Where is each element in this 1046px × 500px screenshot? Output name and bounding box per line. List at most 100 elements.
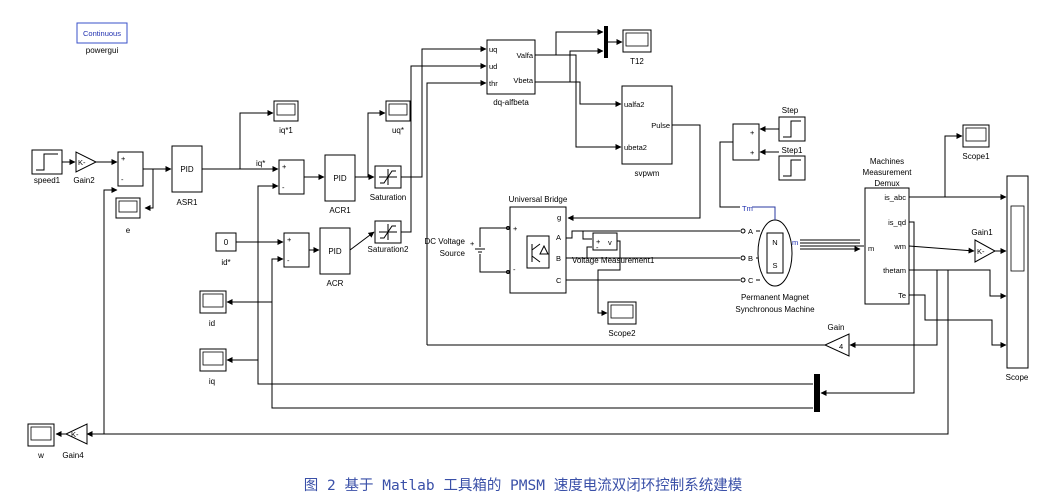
saturation2-block[interactable]: Saturation2 — [368, 220, 409, 254]
mmd-te-port: Te — [898, 291, 906, 300]
scope1-label: Scope1 — [962, 152, 990, 161]
gain1-value: K- — [977, 247, 985, 256]
svg-text:+: + — [282, 162, 287, 171]
sum-iq-block[interactable]: + - — [278, 159, 305, 195]
svg-text:+: + — [513, 224, 518, 233]
step1-block[interactable]: Step1 — [778, 146, 806, 181]
svg-text:-: - — [287, 256, 290, 265]
t12-label: T12 — [630, 57, 644, 66]
iq-star-signal-label: iq* — [256, 159, 265, 168]
acr-label: ACR — [327, 279, 344, 288]
iq-label: iq — [209, 377, 215, 386]
dq-uq-port: uq — [489, 45, 497, 54]
main-scope-block[interactable]: Scope — [1006, 175, 1029, 382]
sum-id-block[interactable]: + - — [283, 232, 310, 268]
pmsm-c-port: C — [748, 276, 754, 285]
dc-voltage-source-block[interactable]: + DC Voltage Source — [425, 232, 485, 269]
scope-label: Scope — [1006, 373, 1029, 382]
gain2-label: Gain2 — [73, 176, 95, 185]
svp-label: svpwm — [635, 169, 660, 178]
svg-text:v: v — [608, 238, 612, 247]
ub-c-port: C — [556, 276, 562, 285]
dcv-label-2: Source — [440, 249, 466, 258]
machines-measurement-demux-block[interactable]: Machines Measurement Demux m is_abc is_q… — [863, 157, 913, 305]
asr1-text: PID — [180, 165, 194, 174]
iq-scope-block[interactable]: iq — [199, 348, 227, 386]
mmd-wm-port: wm — [893, 242, 906, 251]
svp-ubeta-port: ubeta2 — [624, 143, 647, 152]
acr1-text: PID — [333, 174, 347, 183]
mmd-label-3: Demux — [874, 179, 899, 188]
w-scope-block[interactable]: w — [27, 423, 55, 460]
iq1-label: iq*1 — [279, 126, 293, 135]
t12-mux — [604, 26, 608, 58]
e-scope-block[interactable]: e — [115, 197, 141, 235]
ub-b-port: B — [556, 254, 561, 263]
pmsm-b-port: B — [748, 254, 753, 263]
id-scope-block[interactable]: id — [199, 290, 227, 328]
mmd-isqd-port: is_qd — [888, 218, 906, 227]
tm-port: Tm — [742, 204, 753, 213]
acr-pid-block[interactable]: PID ACR — [319, 227, 351, 288]
e-label: e — [126, 226, 131, 235]
t12-scope-block[interactable]: T12 — [622, 29, 652, 66]
w-label: w — [37, 451, 44, 460]
svg-text:+: + — [596, 237, 601, 246]
step-block[interactable]: Step — [778, 106, 806, 142]
m-port: m — [792, 238, 798, 247]
acr1-label: ACR1 — [329, 206, 351, 215]
svp-pulse-port: Pulse — [651, 121, 670, 130]
uq-scope-block[interactable]: uq* — [385, 100, 411, 135]
pmsm-label-1: Permanent Magnet — [741, 293, 810, 302]
saturation-block[interactable]: Saturation — [370, 165, 406, 202]
iq-id-demux — [814, 374, 820, 412]
gain4-label: Gain4 — [62, 451, 84, 460]
svg-text:+: + — [470, 239, 475, 248]
speed1-label: speed1 — [34, 176, 61, 185]
svpwm-block[interactable]: ualfa2 ubeta2 Pulse svpwm — [621, 85, 673, 178]
step-label: Step — [782, 106, 799, 115]
svg-text:N: N — [772, 238, 777, 247]
uq-label: uq* — [392, 126, 404, 135]
sum-speed-block[interactable]: + - — [117, 151, 144, 187]
svg-text:-: - — [282, 183, 285, 192]
gain2-value: K- — [78, 158, 86, 167]
powergui-label: powergui — [86, 46, 119, 55]
asr1-label: ASR1 — [177, 198, 198, 207]
gain2-block[interactable]: K- Gain2 — [73, 151, 98, 185]
id-star-label: id* — [221, 258, 230, 267]
scope1-block[interactable]: Scope1 — [962, 124, 990, 161]
dq-label: dq-alfbeta — [493, 98, 529, 107]
step1-label: Step1 — [782, 146, 803, 155]
asr1-pid-block[interactable]: PID ASR1 — [171, 145, 203, 207]
iq1-scope-block[interactable]: iq*1 — [273, 100, 299, 135]
vm-label: Voltage Measurement1 — [572, 256, 655, 265]
dq-vbeta-port: Vbeta — [513, 76, 533, 85]
id-constant-block[interactable]: 0 id* — [215, 232, 237, 267]
dq-alfbeta-block[interactable]: uq ud thr Valfa Vbeta dq-alfbeta — [486, 39, 536, 107]
pmsm-a-port: A — [748, 227, 753, 236]
svg-text:-: - — [596, 243, 599, 252]
svg-text:+: + — [121, 154, 126, 163]
acr1-pid-block[interactable]: PID ACR1 — [324, 154, 356, 215]
dq-thr-port: thr — [489, 79, 498, 88]
voltage-measurement-block[interactable]: + - v Voltage Measurement1 — [572, 232, 655, 265]
gain-4-block[interactable]: 4 Gain — [823, 323, 850, 357]
svg-text:-: - — [513, 265, 516, 274]
ub-label: Universal Bridge — [509, 195, 568, 204]
ub-g-port: g — [557, 213, 561, 222]
dq-valfa-port: Valfa — [516, 51, 533, 60]
powergui-block[interactable]: Continuous powergui — [76, 22, 128, 55]
svg-text:S: S — [772, 261, 777, 270]
gain4-block[interactable]: K- Gain4 — [62, 423, 88, 460]
svg-text:+: + — [750, 128, 755, 137]
scope2-block[interactable]: Scope2 — [607, 301, 637, 338]
gain-label: Gain — [828, 323, 845, 332]
speed1-step-block[interactable]: speed1 — [31, 149, 63, 185]
universal-bridge-block[interactable]: Universal Bridge g A B C + - — [509, 195, 568, 294]
svg-text:-: - — [121, 175, 124, 184]
gain1-block[interactable]: K- Gain1 — [971, 228, 997, 263]
dq-ud-port: ud — [489, 62, 497, 71]
saturation-label: Saturation — [370, 193, 406, 202]
sum-torque-block[interactable]: + + — [732, 123, 760, 161]
